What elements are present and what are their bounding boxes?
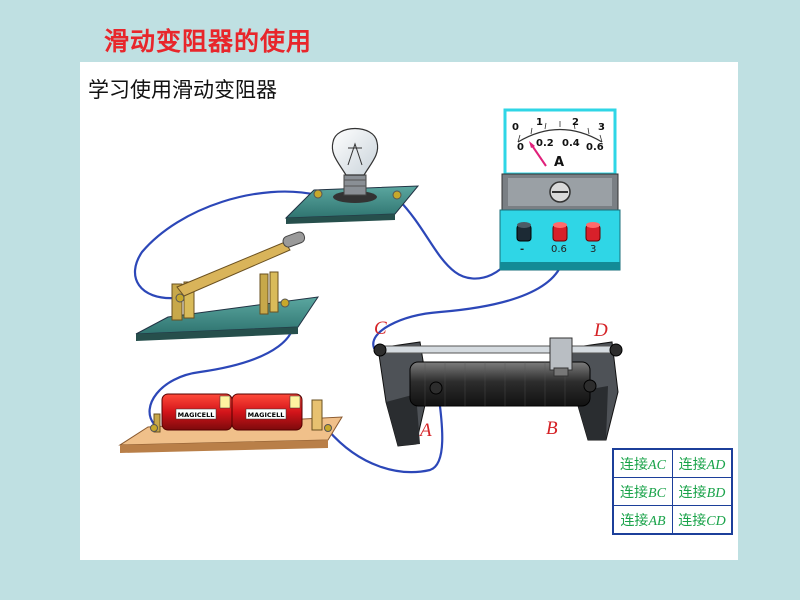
- connection-row: 连接AC 连接AD: [612, 448, 733, 478]
- connect-prefix: 连接: [620, 456, 649, 473]
- ammeter-terminal-3[interactable]: [585, 222, 601, 242]
- ammeter-terminal-minus[interactable]: [516, 222, 532, 242]
- ammeter-needle: [530, 143, 547, 167]
- switch-handle-icon: [282, 231, 306, 248]
- ammeter-dial-face: [503, 108, 617, 176]
- rheostat-label-B: B: [546, 418, 558, 439]
- experiment-panel: 学习使用滑动变阻器: [80, 62, 738, 560]
- battery-cell-2: MAGICELL: [231, 393, 303, 431]
- ammeter-scale-top-0: 0: [512, 122, 519, 133]
- connect-prefix: 连接: [678, 484, 707, 501]
- connect-pair-label: AD: [706, 457, 726, 473]
- rheostat-slider-rod: [381, 345, 617, 354]
- connect-AD-button[interactable]: 连接AD: [672, 448, 733, 478]
- rheostat-terminal-B[interactable]: [583, 379, 597, 393]
- connect-prefix: 连接: [620, 484, 649, 501]
- connect-pair-label: AC: [648, 457, 666, 473]
- rheostat-label-A: A: [418, 420, 432, 441]
- ammeter-scale-bottom-0: 0: [517, 142, 524, 153]
- slide-title: 滑动变阻器的使用: [104, 27, 313, 56]
- connect-prefix: 连接: [678, 512, 707, 529]
- connect-BC-button[interactable]: 连接BC: [612, 477, 673, 506]
- ammeter-unit: A: [554, 155, 564, 170]
- rheostat-terminal-C[interactable]: [373, 343, 387, 357]
- wire-ammeter-to-rheostat: [372, 242, 566, 350]
- knife-switch[interactable]: [135, 231, 320, 341]
- rheostat-terminal-D[interactable]: [609, 343, 623, 357]
- ammeter-terminal-label-0.6: 0.6: [551, 244, 567, 255]
- battery-holder[interactable]: MAGICELL MAGICELL: [118, 393, 343, 453]
- rheostat-terminal-A[interactable]: [429, 381, 443, 395]
- light-bulb-icon: [331, 128, 379, 176]
- rheostat-slider[interactable]: [549, 337, 573, 377]
- connect-BD-button[interactable]: 连接BD: [672, 477, 733, 506]
- ammeter-scale-bottom-1: 0.2: [536, 138, 554, 149]
- panel-title: 学习使用滑动变阻器: [88, 78, 277, 102]
- ammeter-terminal-label-minus: -: [520, 244, 524, 255]
- ammeter-terminal-0.6[interactable]: [552, 222, 568, 242]
- connect-pair-label: CD: [706, 513, 726, 529]
- connection-row: 连接BC 连接BD: [612, 477, 733, 506]
- battery-cell-1: MAGICELL: [161, 393, 233, 431]
- connection-row: 连接AB 连接CD: [612, 505, 733, 535]
- ammeter[interactable]: 0 1 2 3 0 0.2 0.4 0.6 A: [499, 108, 621, 271]
- connect-AB-button[interactable]: 连接AB: [612, 505, 673, 535]
- connect-prefix: 连接: [678, 456, 707, 473]
- ammeter-scale-top-2: 2: [572, 117, 579, 128]
- switch-blade[interactable]: [176, 241, 291, 297]
- wire-battery-to-rheostat: [326, 388, 444, 474]
- light-bulb-assembly[interactable]: [284, 128, 420, 225]
- ammeter-scale-bottom-2: 0.4: [562, 138, 580, 149]
- connect-pair-label: AB: [648, 513, 666, 529]
- connect-pair-label: BC: [648, 485, 666, 501]
- ammeter-terminal-label-3: 3: [590, 244, 596, 255]
- ammeter-scale-bottom-3: 0.6: [586, 142, 604, 153]
- connect-CD-button[interactable]: 连接CD: [672, 505, 733, 535]
- ammeter-scale-top-3: 3: [598, 122, 605, 133]
- connect-AC-button[interactable]: 连接AC: [612, 448, 673, 478]
- ammeter-scale-top-1: 1: [536, 117, 543, 128]
- connect-pair-label: BD: [706, 485, 726, 501]
- connect-prefix: 连接: [620, 512, 649, 529]
- battery-brand-1: MAGICELL: [178, 411, 215, 419]
- circuit-diagram: 0 1 2 3 0 0.2 0.4 0.6 A: [118, 108, 623, 474]
- rheostat-label-C: C: [374, 318, 387, 339]
- rheostat-label-D: D: [593, 320, 608, 341]
- connection-options-table: 连接AC 连接AD 连接BC 连接BD 连接AB 连接CD: [612, 448, 733, 535]
- sliding-rheostat[interactable]: C D A B: [373, 318, 623, 447]
- wire-bulb-to-switch: [133, 190, 319, 300]
- battery-brand-2: MAGICELL: [248, 411, 285, 419]
